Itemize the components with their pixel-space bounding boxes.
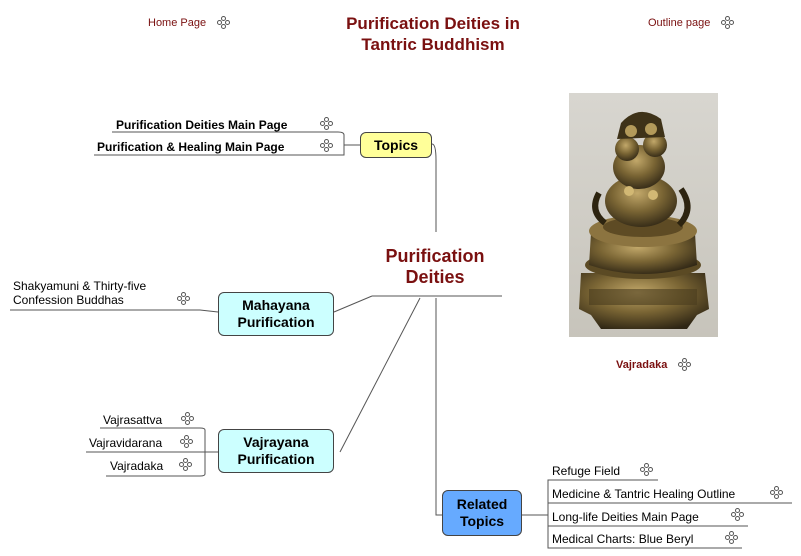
page-title-line2: Tantric Buddhism <box>361 35 505 54</box>
mahayana-line1: Mahayana <box>242 297 310 313</box>
mahayana-item-line2: Confession Buddhas <box>13 293 124 307</box>
vajrayana-line1: Vajrayana <box>243 434 309 450</box>
central-topic[interactable]: Purification Deities <box>368 246 502 288</box>
vajrayana-item-vajradaka[interactable]: Vajradaka <box>110 459 163 473</box>
related-item-label: Medicine & Tantric Healing Outline <box>552 487 736 501</box>
topics-label: Topics <box>373 136 419 153</box>
related-line1: Related <box>456 496 508 512</box>
topics-item-label: Purification Deities Main Page <box>116 118 288 132</box>
page-title: Purification Deities in Tantric Buddhism <box>323 13 543 55</box>
link-icon[interactable] <box>179 458 192 471</box>
related-item-medical-charts[interactable]: Medical Charts: Blue Beryl <box>552 532 693 546</box>
vajrayana-item-label: Vajrasattva <box>103 413 163 427</box>
link-icon[interactable] <box>320 117 333 130</box>
mahayana-item-line1: Shakyamuni & Thirty-five <box>13 279 147 293</box>
central-topic-line1: Purification <box>385 246 485 266</box>
topics-node[interactable]: Topics <box>360 132 432 158</box>
link-icon[interactable] <box>640 463 653 476</box>
link-icon[interactable] <box>731 508 744 521</box>
link-icon[interactable] <box>217 16 230 29</box>
related-topics-node[interactable]: Related Topics <box>442 490 522 536</box>
related-item-refuge-field[interactable]: Refuge Field <box>552 464 620 478</box>
vajradaka-statue-image <box>569 93 718 337</box>
link-icon[interactable] <box>180 435 193 448</box>
vajrayana-item-vajrasattva[interactable]: Vajrasattva <box>103 413 162 427</box>
related-item-medicine[interactable]: Medicine & Tantric Healing Outline <box>552 487 735 501</box>
topics-item-label: Purification & Healing Main Page <box>97 140 285 154</box>
home-page-label: Home Page <box>148 17 207 29</box>
mahayana-node[interactable]: Mahayana Purification <box>218 292 334 336</box>
mahayana-item-shakyamuni[interactable]: Shakyamuni & Thirty-five Confession Budd… <box>13 279 146 307</box>
related-item-label: Long-life Deities Main Page <box>552 510 699 524</box>
link-icon[interactable] <box>177 292 190 305</box>
link-icon[interactable] <box>678 358 691 371</box>
link-icon[interactable] <box>721 16 734 29</box>
home-page-link[interactable]: Home Page <box>148 17 206 29</box>
related-item-label: Medical Charts: Blue Beryl <box>552 532 694 546</box>
related-item-label: Refuge Field <box>552 464 621 478</box>
page-title-line1: Purification Deities in <box>346 14 520 33</box>
central-topic-line2: Deities <box>405 267 465 287</box>
link-icon[interactable] <box>770 486 783 499</box>
topics-item-main-page[interactable]: Purification Deities Main Page <box>116 118 287 132</box>
vajrayana-node[interactable]: Vajrayana Purification <box>218 429 334 473</box>
vajrayana-item-label: Vajradaka <box>110 459 164 473</box>
mahayana-line2: Purification <box>237 314 315 330</box>
link-icon[interactable] <box>725 531 738 544</box>
related-line2: Topics <box>459 513 505 529</box>
topics-item-healing-page[interactable]: Purification & Healing Main Page <box>97 140 284 154</box>
link-icon[interactable] <box>320 139 333 152</box>
outline-page-label: Outline page <box>648 17 711 29</box>
image-caption[interactable]: Vajradaka <box>616 359 667 371</box>
vajrayana-item-vajravidarana[interactable]: Vajravidarana <box>89 436 162 450</box>
image-caption-label: Vajradaka <box>616 359 668 371</box>
outline-page-link[interactable]: Outline page <box>648 17 710 29</box>
vajrayana-line2: Purification <box>237 451 315 467</box>
link-icon[interactable] <box>181 412 194 425</box>
vajrayana-item-label: Vajravidarana <box>89 436 163 450</box>
related-item-long-life[interactable]: Long-life Deities Main Page <box>552 510 699 524</box>
